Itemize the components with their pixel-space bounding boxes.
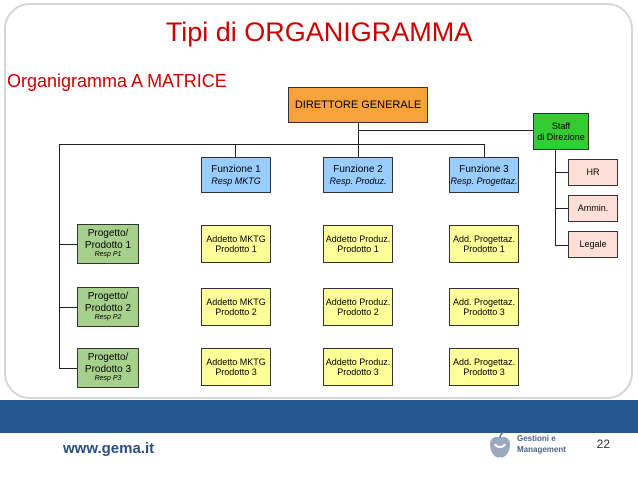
connector-func2	[358, 144, 359, 157]
staff-label-2: di Direzione	[537, 131, 585, 142]
director-label: DIRETTORE GENERALE	[294, 98, 422, 111]
cell-role: Add. Progettaz.	[452, 356, 516, 367]
cell-role: Addetto Produz.	[325, 233, 391, 244]
slide-frame	[4, 3, 633, 399]
connector-ammin	[555, 208, 568, 209]
matrix-cell-2-2: Addetto Produz. Prodotto 2	[323, 288, 393, 326]
cell-product: Prodotto 1	[215, 244, 257, 254]
cell-product: Prodotto 2	[215, 307, 257, 317]
staff-unit-legale-label: Legale	[579, 239, 607, 250]
connector-func3	[484, 144, 485, 157]
cell-role: Addetto Produz.	[325, 356, 391, 367]
logo-apple-icon	[489, 432, 511, 458]
connector-main-bus	[59, 144, 485, 145]
connector-director-trunk	[358, 123, 359, 144]
page-number: 22	[596, 437, 610, 451]
project-name-1: Progetto/	[87, 352, 129, 364]
cell-role: Addetto MKTG	[206, 296, 266, 307]
cell-role: Addetto MKTG	[206, 356, 266, 367]
director-box: DIRETTORE GENERALE	[288, 87, 428, 123]
cell-product: Prodotto 3	[463, 367, 505, 377]
function-resp: Resp. Produz.	[329, 175, 387, 186]
matrix-cell-3-2: Addetto Produz. Prodotto 3	[323, 348, 393, 386]
slide-title: Tipi di ORGANIGRAMMA	[165, 17, 473, 47]
function-name: Funzione 2	[333, 164, 383, 176]
matrix-cell-1-2: Addetto Produz. Prodotto 1	[323, 225, 393, 263]
staff-unit-legale: Legale	[568, 231, 618, 258]
project-resp: Resp P3	[94, 375, 122, 383]
project-name-2: Prodotto 2	[84, 302, 132, 314]
project-name-2: Prodotto 1	[84, 239, 132, 251]
connector-director-staff	[358, 130, 555, 131]
staff-unit-hr-label: HR	[586, 167, 600, 178]
staff-box: Staff di Direzione	[533, 113, 589, 150]
footer-band	[0, 400, 638, 433]
project-name-1: Progetto/	[87, 228, 129, 240]
cell-product: Prodotto 3	[337, 367, 379, 377]
cell-role: Addetto Produz.	[325, 296, 391, 307]
footer-url[interactable]: www.gema.it	[63, 440, 155, 457]
project-name-2: Prodotto 3	[84, 363, 132, 375]
connector-hr	[555, 172, 568, 173]
cell-product: Prodotto 3	[215, 367, 257, 377]
function-name: Funzione 1	[211, 164, 261, 176]
project-box-1: Progetto/ Prodotto 1 Resp P1	[77, 224, 139, 264]
connector-proj2	[59, 307, 77, 308]
staff-label-1: Staff	[551, 121, 571, 132]
cell-product: Prodotto 1	[337, 244, 379, 254]
connector-left-trunk	[59, 144, 60, 368]
connector-staff-trunk	[555, 150, 556, 246]
cell-role: Addetto MKTG	[206, 233, 266, 244]
staff-unit-ammin-label: Ammin.	[577, 203, 609, 214]
connector-proj3	[59, 368, 77, 369]
logo-text-1: Gestioni e	[517, 434, 556, 443]
function-box-3: Funzione 3 Resp. Progettaz.	[449, 157, 519, 193]
logo-text-2: Management	[517, 445, 566, 454]
project-resp: Resp P2	[94, 314, 122, 322]
cell-product: Prodotto 1	[463, 244, 505, 254]
cell-role: Add. Progettaz.	[452, 233, 516, 244]
matrix-cell-1-1: Addetto MKTG Prodotto 1	[201, 225, 271, 263]
staff-unit-ammin: Ammin.	[568, 195, 618, 222]
cell-product: Prodotto 3	[463, 307, 505, 317]
connector-legale	[555, 245, 568, 246]
connector-func1	[235, 144, 236, 157]
function-name: Funzione 3	[459, 164, 509, 176]
function-resp: Resp. Progettaz.	[450, 175, 518, 186]
matrix-cell-3-3: Add. Progettaz. Prodotto 3	[449, 348, 519, 386]
project-box-2: Progetto/ Prodotto 2 Resp P2	[77, 287, 139, 327]
matrix-cell-3-1: Addetto MKTG Prodotto 3	[201, 348, 271, 386]
project-box-3: Progetto/ Prodotto 3 Resp P3	[77, 348, 139, 388]
matrix-cell-1-3: Add. Progettaz. Prodotto 1	[449, 225, 519, 263]
project-resp: Resp P1	[94, 251, 122, 259]
cell-product: Prodotto 2	[337, 307, 379, 317]
slide-subtitle: Organigramma A MATRICE	[7, 71, 227, 91]
project-name-1: Progetto/	[87, 291, 129, 303]
connector-proj1	[59, 244, 77, 245]
function-box-1: Funzione 1 Resp MKTG	[201, 157, 271, 193]
matrix-cell-2-3: Add. Progettaz. Prodotto 3	[449, 288, 519, 326]
function-resp: Resp MKTG	[211, 175, 261, 186]
matrix-cell-2-1: Addetto MKTG Prodotto 2	[201, 288, 271, 326]
function-box-2: Funzione 2 Resp. Produz.	[323, 157, 393, 193]
cell-role: Add. Progettaz.	[452, 296, 516, 307]
company-logo: Gestioni e Management	[487, 432, 587, 462]
staff-unit-hr: HR	[568, 159, 618, 186]
